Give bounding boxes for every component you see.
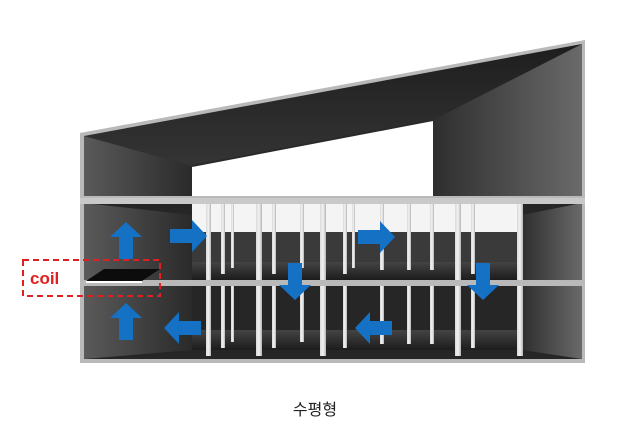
coil-callout-label: coil <box>30 269 60 288</box>
pillars <box>206 204 523 356</box>
airflow-arrow-up <box>110 303 142 340</box>
coil-callout-box <box>22 259 161 297</box>
airflow-arrow-left <box>164 312 201 344</box>
airflow-arrow-up <box>110 222 142 259</box>
lower-floors <box>80 198 585 363</box>
airflow-arrow-right <box>358 221 395 253</box>
airflow-arrow-down <box>467 263 499 300</box>
airflow-arrow-right <box>170 220 207 252</box>
roof-attic <box>80 40 585 198</box>
airflow-arrows <box>110 220 499 344</box>
diagram-caption: 수평형 <box>292 400 338 419</box>
airflow-arrow-down <box>279 263 311 300</box>
airflow-arrow-left <box>355 312 392 344</box>
coil-plate <box>86 269 160 283</box>
